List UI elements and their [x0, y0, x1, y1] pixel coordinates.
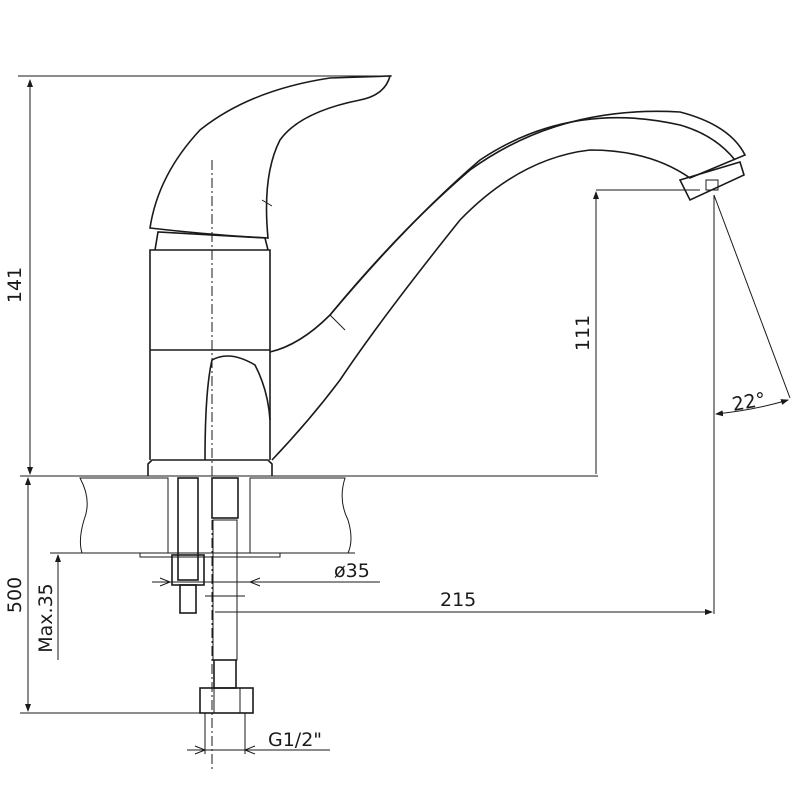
dim-spout-height: 111	[572, 315, 594, 351]
dim-hole-diameter: ø35	[334, 560, 370, 582]
dimension-lines	[18, 75, 791, 755]
dim-hose-length: 500	[4, 577, 26, 613]
dim-connection-thread: G1/2"	[268, 729, 322, 751]
flexible-hose	[199, 477, 254, 714]
dim-spout-reach: 215	[440, 589, 476, 611]
countertop-section	[60, 477, 355, 558]
dim-total-height: 141	[4, 267, 26, 303]
mounting-stud	[171, 477, 205, 614]
spout	[269, 110, 747, 461]
faucet-body	[147, 231, 273, 476]
dim-spray-angle: 22°	[730, 388, 767, 416]
lever-handle	[149, 75, 392, 239]
dim-max-deck-thickness: Max.35	[35, 583, 57, 653]
